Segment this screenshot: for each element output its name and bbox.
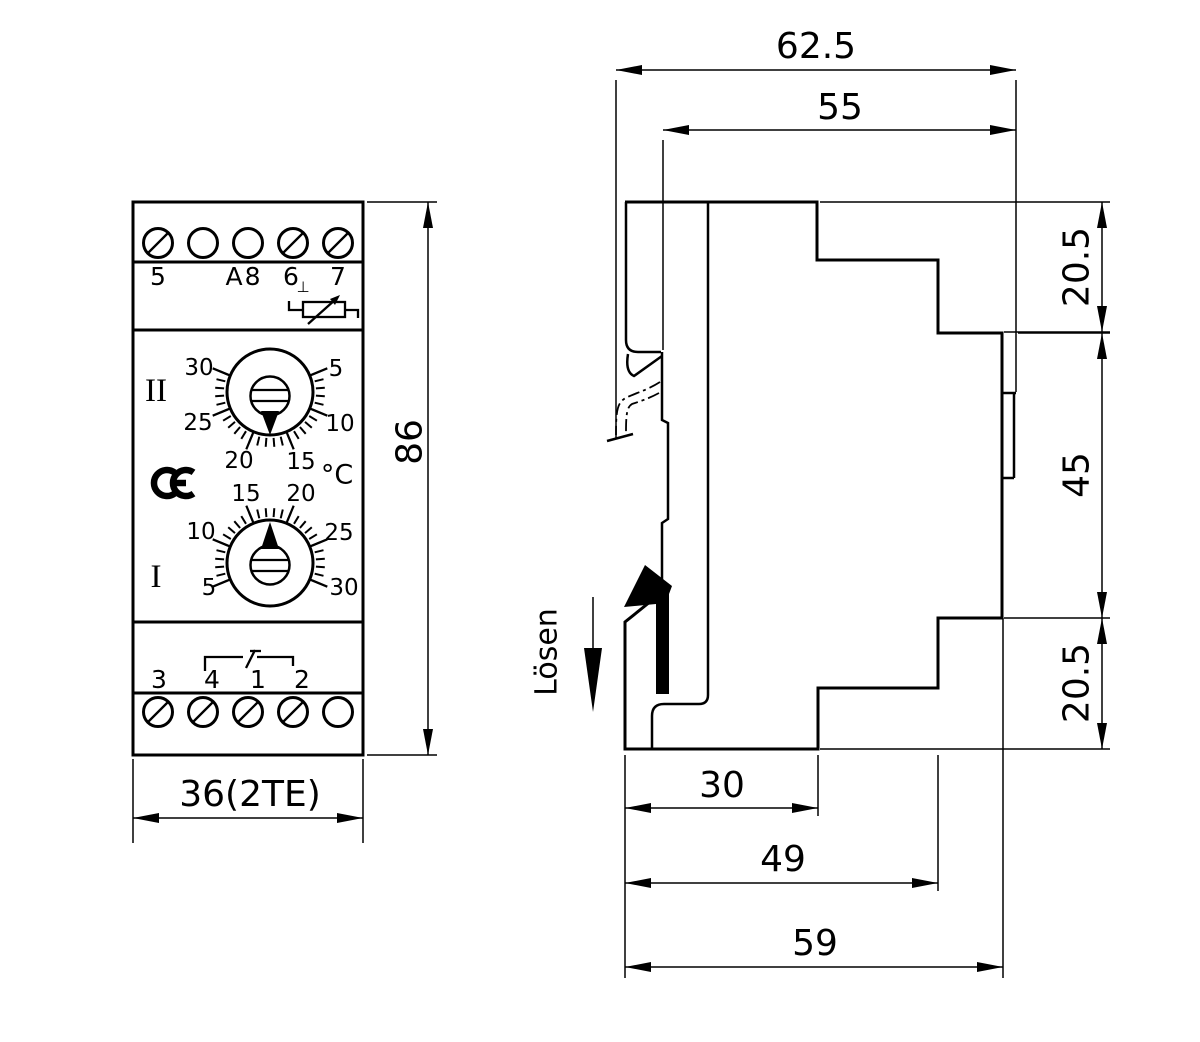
scale-label: 20	[286, 481, 315, 507]
dim-width-mid-step-label: 49	[760, 839, 806, 880]
screw-terminal-icon	[232, 227, 264, 259]
screw-terminal-icon	[277, 696, 309, 728]
front-view: 5 A8 6 ⊥ 7 II 5 10 15	[131, 200, 437, 843]
side-view: Lösen 62.5 55 20.5 45	[530, 26, 1110, 978]
screw-slot-icon	[282, 232, 304, 254]
screw-terminal-icon	[277, 227, 309, 259]
channel-lower-label: I	[151, 559, 162, 595]
dim-width-base: 59	[625, 618, 1004, 978]
screw-slot-icon	[192, 701, 214, 723]
terminal-labels-bottom: 3 4 1 2	[151, 665, 310, 694]
dim-height-top-step: 20.5	[820, 201, 1110, 333]
dim-height-bottom-step: 20.5	[820, 618, 1110, 750]
scale-label: 15	[231, 481, 260, 507]
contact-symbol-icon	[203, 649, 295, 671]
unit-celsius-label: °C	[321, 460, 353, 491]
screw-terminal-icon	[232, 696, 264, 728]
dial-upper: II 5 10 15 20 25 30 °C	[145, 347, 355, 491]
terminal-labels-top: 5 A8 6 ⊥ 7	[150, 262, 346, 296]
dim-height-front-label: 45	[1057, 452, 1098, 498]
dim-front-width-label: 36(2TE)	[179, 774, 321, 815]
release-annotation: Lösen	[530, 597, 602, 712]
ce-mark-icon	[150, 466, 196, 500]
front-housing-outline	[131, 200, 365, 757]
scale-label: 10	[325, 411, 354, 437]
terminal-label-3: 3	[151, 665, 167, 694]
terminal-label-a8: A8	[225, 262, 262, 291]
dim-height-front: 45	[1004, 332, 1110, 619]
terminal-screws-top	[142, 227, 354, 259]
dial-lower-leaders	[212, 505, 328, 588]
dial-upper-slot-circle	[249, 375, 291, 417]
dim-depth-rail: 55	[662, 87, 1016, 350]
dim-depth-rail-label: 55	[817, 87, 863, 128]
dim-depth-total-label: 62.5	[776, 26, 856, 67]
terminal-label-4: 4	[204, 665, 220, 694]
terminal-screws-bottom	[142, 696, 354, 728]
scale-label: 5	[202, 575, 217, 601]
dim-front-width: 36(2TE)	[132, 759, 364, 843]
dim-width-lower-step: 30	[624, 755, 819, 978]
screw-slot-icon	[237, 701, 259, 723]
earth-mark: ⊥	[296, 278, 309, 296]
scale-label: 20	[224, 448, 253, 474]
release-direction-arrow-icon	[584, 648, 602, 712]
channel-upper-label: II	[145, 373, 167, 409]
screw-terminal-icon	[187, 696, 219, 728]
screw-slot-icon	[282, 701, 304, 723]
scale-label: 30	[329, 575, 358, 601]
thermistor-symbol-icon	[287, 295, 360, 325]
screw-terminal-icon	[142, 696, 174, 728]
scale-label: 25	[183, 410, 212, 436]
dial-upper-leaders	[212, 367, 328, 450]
dial-lower-scale-labels: 5 10 15 20 25 30	[186, 481, 358, 601]
screw-terminal-icon	[187, 227, 219, 259]
scale-label: 15	[286, 449, 315, 475]
terminal-label-6: 6	[283, 262, 299, 291]
dim-width-base-label: 59	[792, 923, 838, 964]
dim-front-height-label: 86	[390, 419, 431, 465]
side-profile-outline	[623, 200, 1004, 751]
release-label: Lösen	[530, 608, 565, 696]
terminal-label-5: 5	[150, 262, 166, 291]
scale-label: 25	[324, 520, 353, 546]
dim-height-bottom-step-label: 20.5	[1057, 643, 1098, 723]
dial-upper-scale-labels: 5 10 15 20 25 30	[183, 355, 354, 475]
screw-terminal-icon	[322, 227, 354, 259]
dial-lower-knob-outline	[225, 518, 315, 608]
screw-slot-icon	[327, 232, 349, 254]
scale-label: 30	[184, 355, 213, 381]
dim-height-top-step-label: 20.5	[1057, 227, 1098, 307]
front-flap-strip	[1002, 391, 1016, 480]
din-clip-upper	[624, 202, 670, 592]
screw-slot-icon	[147, 232, 169, 254]
screw-terminal-icon	[322, 696, 354, 728]
terminal-label-7: 7	[330, 262, 346, 291]
clip-released-position	[606, 381, 661, 443]
terminal-label-1: 1	[250, 665, 266, 694]
terminal-label-2: 2	[294, 665, 310, 694]
screw-terminal-icon	[142, 227, 174, 259]
dim-width-mid-step: 49	[625, 755, 939, 891]
dial-lower-slot-circle	[249, 544, 291, 586]
dial-lower-pointer-icon	[261, 522, 279, 549]
dim-depth-total: 62.5	[615, 26, 1017, 438]
release-arrow-icon	[624, 565, 672, 694]
dial-upper-pointer-icon	[261, 411, 279, 435]
dim-front-height: 86	[367, 201, 437, 756]
scale-label: 5	[329, 356, 344, 382]
scale-label: 10	[186, 519, 215, 545]
dim-width-lower-step-label: 30	[699, 765, 745, 806]
rail-channel-wall	[650, 202, 710, 749]
dial-lower: I 5 10 15 20 25 30	[151, 481, 359, 608]
screw-slot-icon	[147, 701, 169, 723]
